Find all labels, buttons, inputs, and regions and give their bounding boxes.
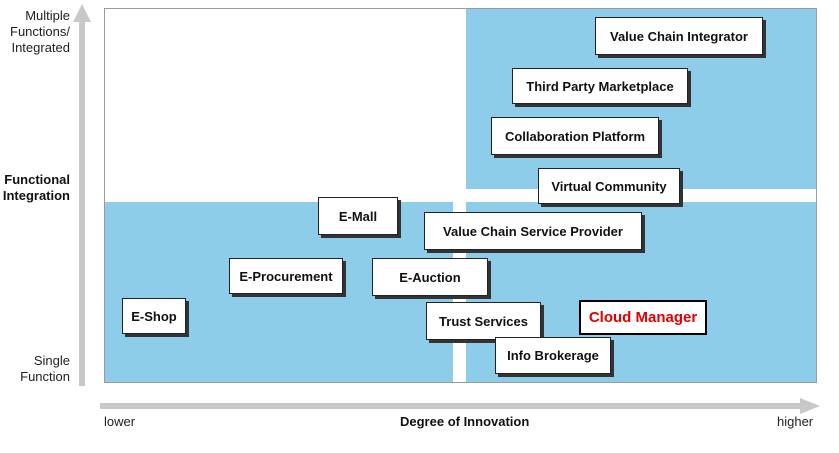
y-axis-top-label-text: Multiple Functions/ Integrated (10, 8, 70, 55)
e-procurement-box: E-Procurement (229, 258, 343, 294)
x-axis-right-label: higher (777, 414, 814, 429)
e-shop-box: E-Shop (122, 298, 186, 334)
value-chain-service-provider-box: Value Chain Service Provider (424, 212, 642, 250)
y-axis-bottom-label-text: Single Function (20, 353, 70, 384)
y-axis-top-label: Multiple Functions/ Integrated (0, 8, 70, 56)
virtual-community-box: Virtual Community (538, 168, 680, 204)
trust-services-box: Trust Services (426, 302, 541, 340)
e-auction-box: E-Auction (372, 258, 488, 296)
info-brokerage-box: Info Brokerage (495, 337, 611, 374)
y-axis-middle-label-text: Functional Integration (2, 172, 70, 203)
y-axis-arrow (73, 4, 91, 386)
third-party-marketplace-box: Third Party Marketplace (512, 68, 688, 104)
y-axis-bottom-label: Single Function (0, 353, 70, 385)
cloud-manager-box: Cloud Manager (579, 300, 707, 335)
x-axis-arrow (100, 398, 820, 414)
collaboration-platform-box: Collaboration Platform (491, 117, 659, 155)
e-mall-box: E-Mall (318, 197, 398, 235)
x-axis-title: Degree of Innovation (400, 414, 530, 429)
x-axis-left-label: lower (104, 414, 136, 429)
y-axis-middle-label: Functional Integration (0, 172, 70, 204)
value-chain-integrator-box: Value Chain Integrator (595, 17, 763, 55)
